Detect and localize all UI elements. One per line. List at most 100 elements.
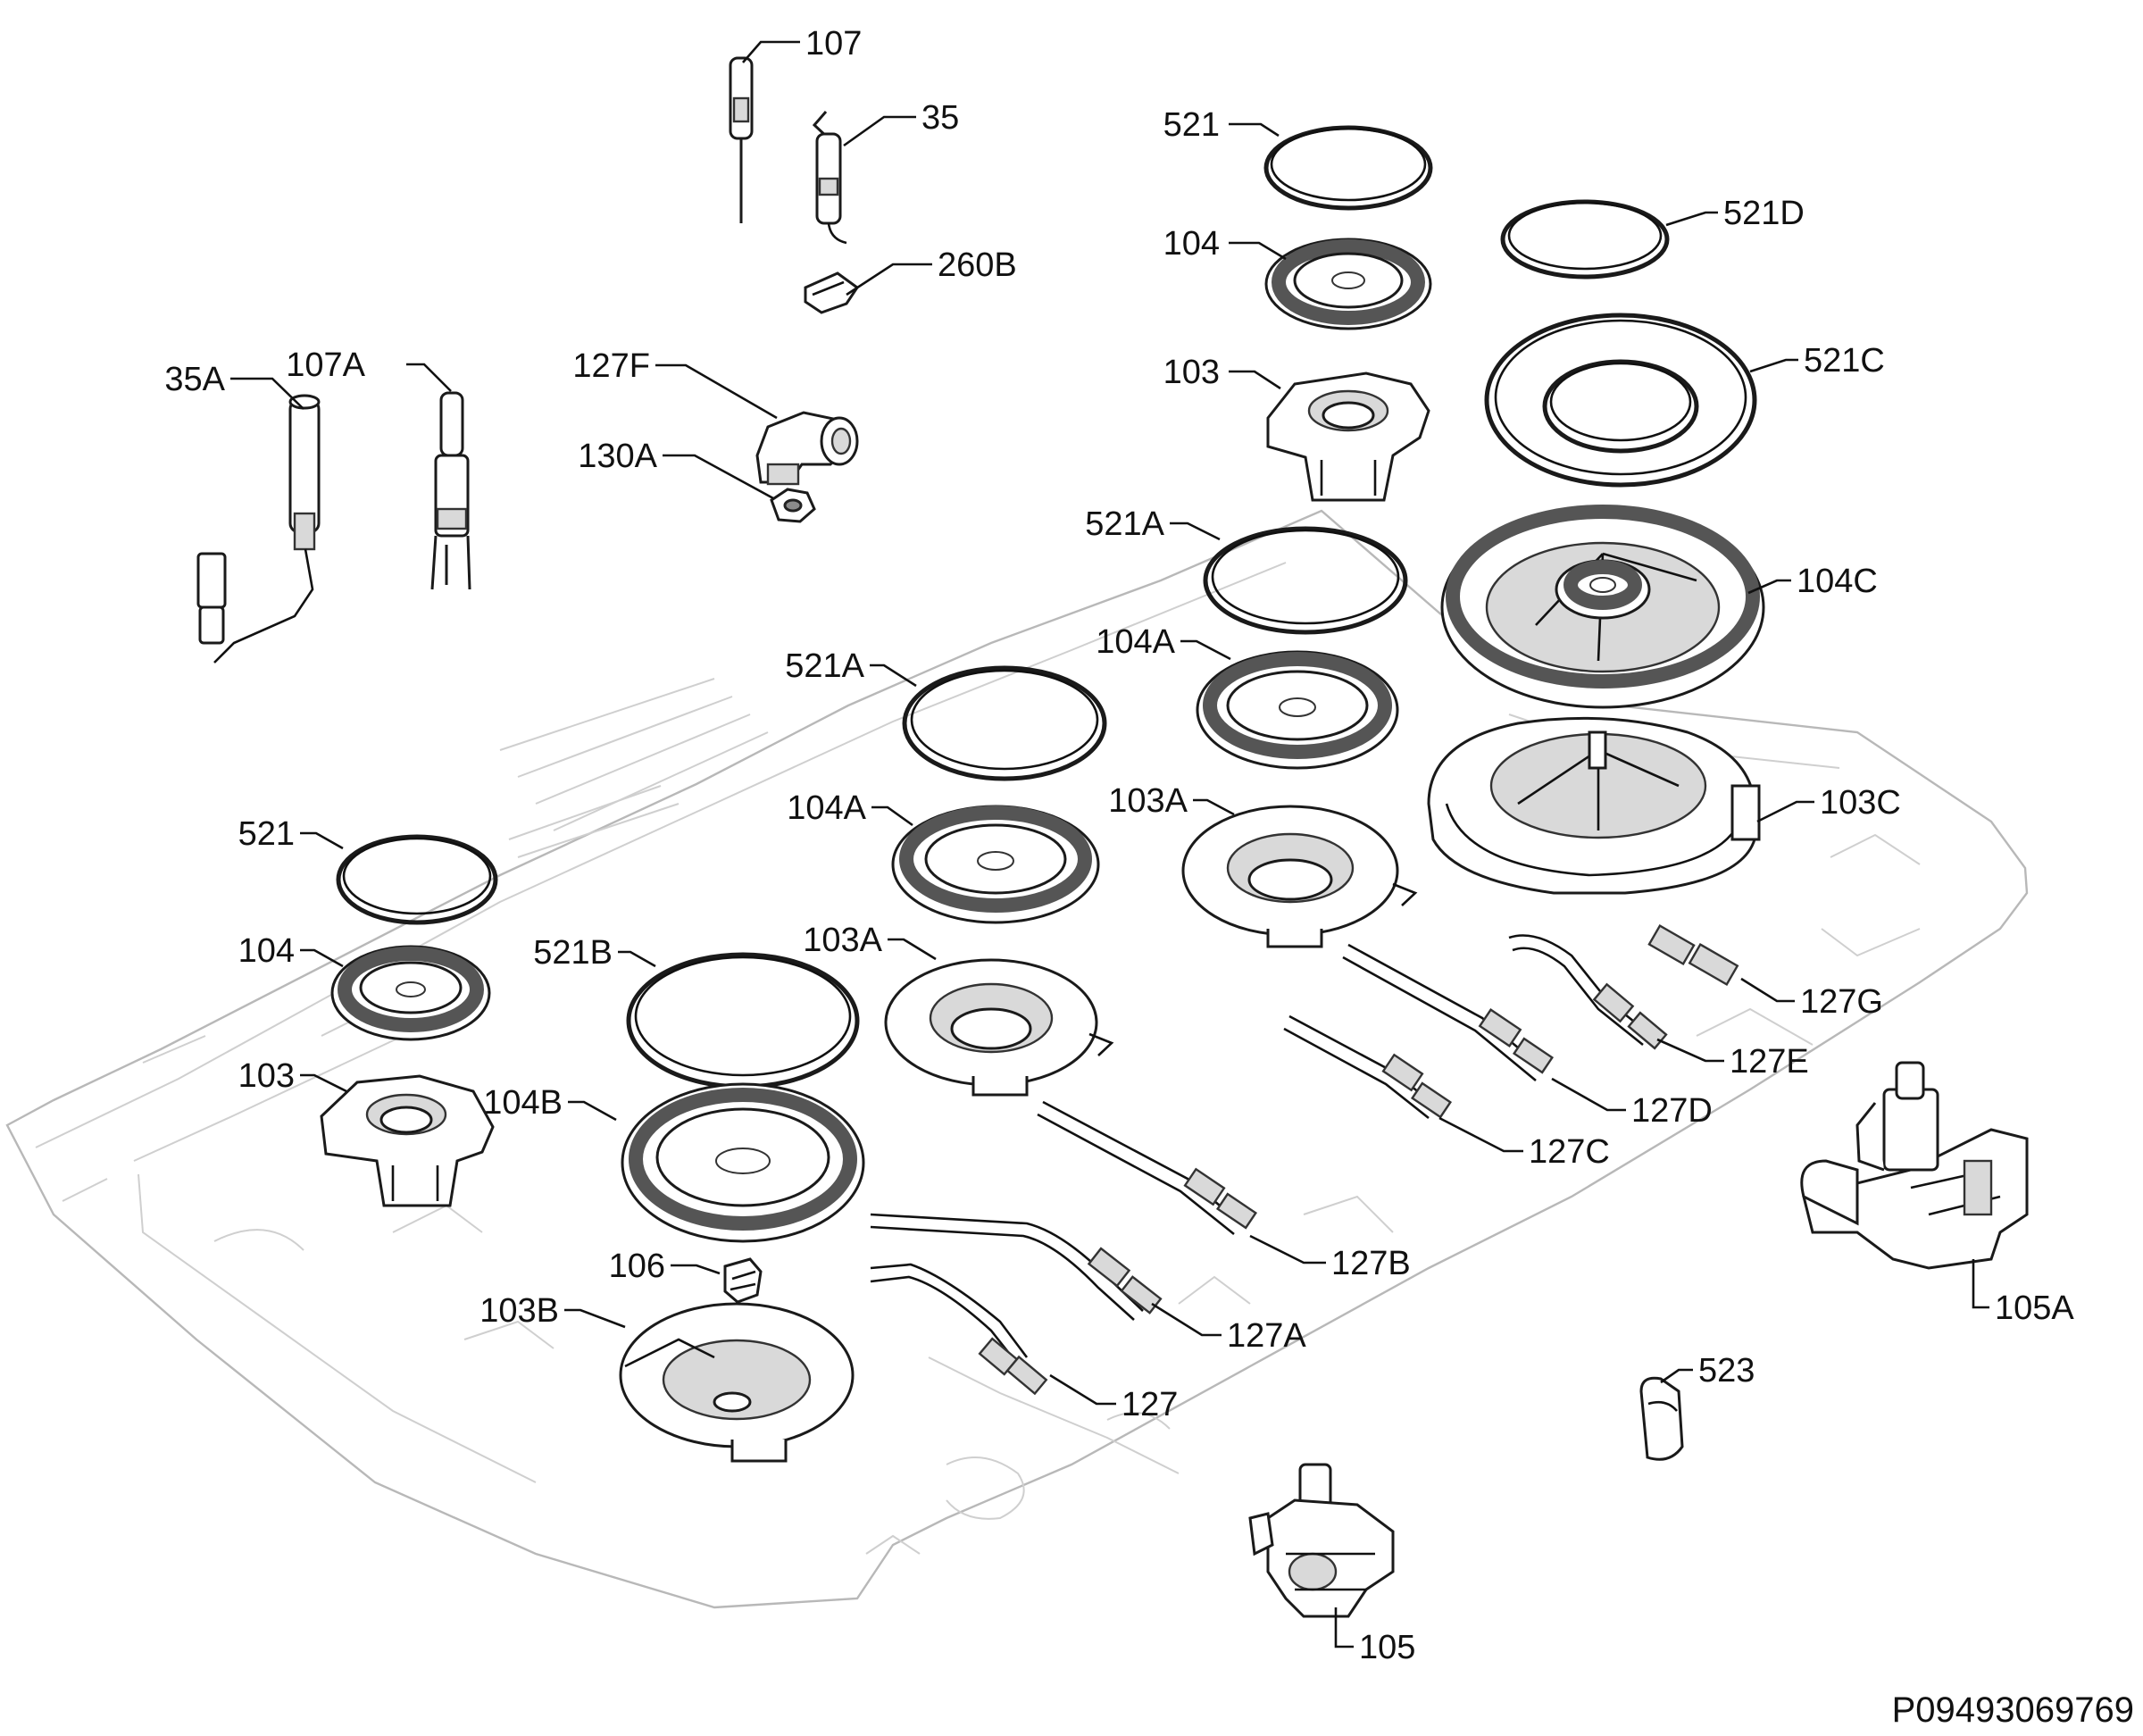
burner-cap-521-top (1263, 125, 1433, 211)
leader-line-521A (870, 664, 917, 688)
gas-pipe-127B (1037, 1100, 1258, 1236)
electrode-35A (196, 394, 321, 664)
burner-cap-521A-middle (902, 665, 1107, 781)
part-label-105: 105 (1359, 1629, 1415, 1666)
leader-line-104 (1229, 241, 1287, 261)
leader-line-127F (655, 363, 778, 420)
burner-base-103B (619, 1302, 855, 1463)
burner-base-103C (1427, 716, 1761, 895)
part-label-127E: 127E (1730, 1043, 1809, 1081)
part-label-35A: 35A (164, 361, 225, 398)
leader-line-521B (618, 950, 656, 968)
leader-line-104 (300, 948, 344, 968)
leader-line-521A (1170, 522, 1221, 541)
part-label-127B: 127B (1331, 1245, 1411, 1282)
part-label-521C: 521C (1804, 342, 1885, 380)
part-label-103: 103 (1163, 354, 1220, 391)
clamp-523 (1639, 1376, 1684, 1461)
leader-line-104B (568, 1100, 617, 1122)
leader-line-127C (1438, 1116, 1523, 1153)
electrode-35 (812, 111, 847, 245)
part-label-127C: 127C (1529, 1133, 1610, 1171)
part-label-104A: 104A (1096, 623, 1175, 661)
gas-valve-105A (1800, 1061, 2029, 1270)
nut-130A (770, 488, 816, 523)
part-label-105A: 105A (1995, 1289, 2074, 1327)
part-label-260B: 260B (938, 246, 1017, 284)
part-label-104C: 104C (1797, 563, 1878, 600)
burner-ring-521C (1484, 313, 1757, 488)
burner-base-103-top (1266, 371, 1430, 502)
part-label-106: 106 (609, 1248, 665, 1285)
burner-crown-104C (1440, 505, 1765, 709)
leader-line-105 (1334, 1607, 1354, 1648)
leader-line-127 (1049, 1373, 1116, 1406)
part-label-127: 127 (1122, 1386, 1178, 1423)
part-label-127F: 127F (572, 347, 650, 385)
gas-pipe-127G (1647, 923, 1739, 987)
gas-pipe-127D (1342, 943, 1555, 1082)
burner-cap-521A-upper (1203, 526, 1408, 635)
part-label-104: 104 (238, 932, 295, 970)
leader-line-130A (663, 454, 774, 500)
gas-pipe-127C (1283, 1014, 1453, 1120)
leader-line-104A (1180, 639, 1231, 661)
burner-base-103-left (320, 1074, 495, 1207)
part-label-521A: 521A (1085, 505, 1164, 543)
leader-line-103B (564, 1308, 626, 1329)
burner-crown-104A-upper (1196, 650, 1399, 770)
leader-line-521 (1229, 122, 1280, 138)
leader-line-103A (1193, 798, 1235, 816)
part-label-104A: 104A (787, 789, 866, 827)
leader-line-260B (846, 263, 932, 296)
part-label-130A: 130A (578, 438, 657, 475)
leader-line-127B (1249, 1234, 1326, 1264)
burner-crown-104-top (1264, 238, 1432, 330)
burner-crown-104B (621, 1082, 865, 1243)
leader-line-107A (406, 363, 452, 392)
leader-line-127G (1740, 977, 1795, 1003)
leader-line-521C (1749, 358, 1798, 373)
gas-pipe-127E (1508, 934, 1668, 1050)
leader-line-521 (300, 831, 344, 850)
burner-base-103A-middle (884, 958, 1114, 1097)
injector-106 (723, 1257, 763, 1304)
part-label-35: 35 (921, 99, 959, 137)
drawing-code: P09493069769 (1892, 1690, 2134, 1730)
thermocouple-107 (729, 56, 754, 223)
leader-lines (230, 40, 1989, 1648)
leader-line-107 (742, 40, 800, 63)
leader-line-105A (1972, 1259, 1989, 1309)
part-label-523: 523 (1698, 1352, 1755, 1390)
burner-cap-521D (1500, 199, 1670, 280)
part-label-521A: 521A (785, 647, 864, 685)
burner-cap-521B (626, 952, 860, 1089)
part-label-103C: 103C (1820, 784, 1901, 822)
part-label-103B: 103B (479, 1292, 559, 1330)
leader-line-104C (1747, 579, 1791, 595)
part-label-103A: 103A (803, 922, 882, 959)
burner-base-103A-upper (1181, 805, 1418, 948)
leader-line-104A (871, 805, 913, 827)
part-label-521: 521 (1163, 106, 1220, 144)
leader-line-523 (1660, 1368, 1693, 1384)
leader-line-127A (1151, 1302, 1222, 1337)
part-label-104: 104 (1163, 225, 1220, 263)
part-label-127D: 127D (1631, 1092, 1713, 1130)
part-label-107A: 107A (286, 346, 365, 384)
clip-260B (804, 271, 860, 314)
part-label-521B: 521B (533, 934, 613, 972)
elbow-connector-127F (755, 411, 859, 486)
leader-line-127E (1656, 1038, 1724, 1063)
leader-line-35 (843, 115, 916, 147)
part-label-107: 107 (805, 25, 862, 63)
part-label-127G: 127G (1800, 983, 1883, 1021)
leader-line-127D (1551, 1077, 1626, 1112)
part-label-521: 521 (238, 815, 295, 853)
burner-crown-104-left (330, 945, 491, 1041)
leader-line-106 (671, 1264, 721, 1275)
leader-line-103 (1229, 370, 1281, 390)
part-label-103: 103 (238, 1057, 295, 1095)
